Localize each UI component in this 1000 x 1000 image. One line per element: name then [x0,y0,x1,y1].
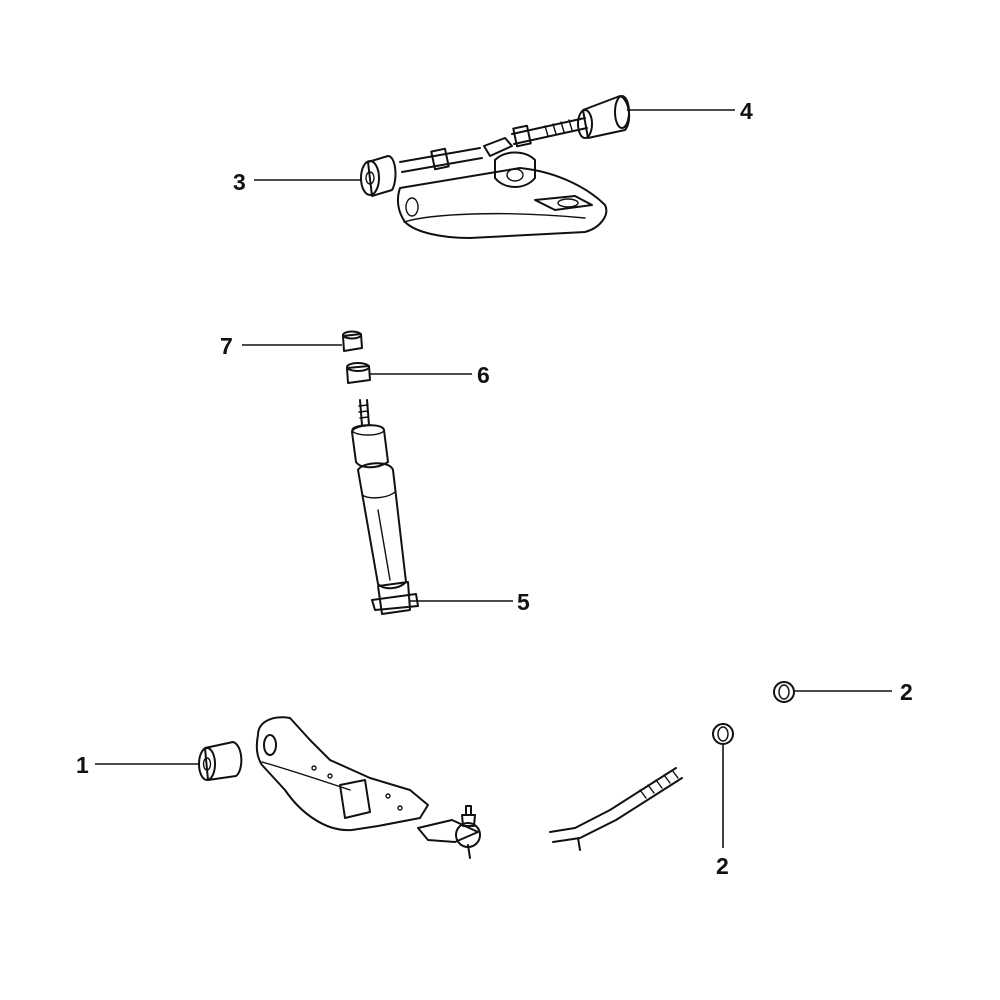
ball-joint [417,805,481,859]
callout-6: 6 [477,362,490,388]
callout-1: 1 [76,752,89,778]
callout-3: 3 [233,169,246,195]
bushing-1 [198,741,243,781]
bushing-7 [342,330,363,352]
bushing-4 [577,95,631,139]
callout-labels: 1 2 2 3 4 5 6 7 [76,98,913,879]
callout-7: 7 [220,333,233,359]
bushing-6 [346,362,371,384]
upper-control-arm [396,151,608,239]
bushing-2-lower [712,723,734,745]
callout-5: 5 [517,589,530,615]
lower-control-arm [255,716,429,832]
callout-2-bottom: 2 [716,853,729,879]
leader-lines [95,109,892,848]
upper-arm-shaft [399,117,588,173]
callout-4: 4 [740,98,753,124]
callout-2-right: 2 [900,679,913,705]
bushing-2-upper [773,681,795,703]
shock-absorber [351,399,419,615]
strut-bar [549,767,683,851]
bushing-3 [360,155,397,197]
